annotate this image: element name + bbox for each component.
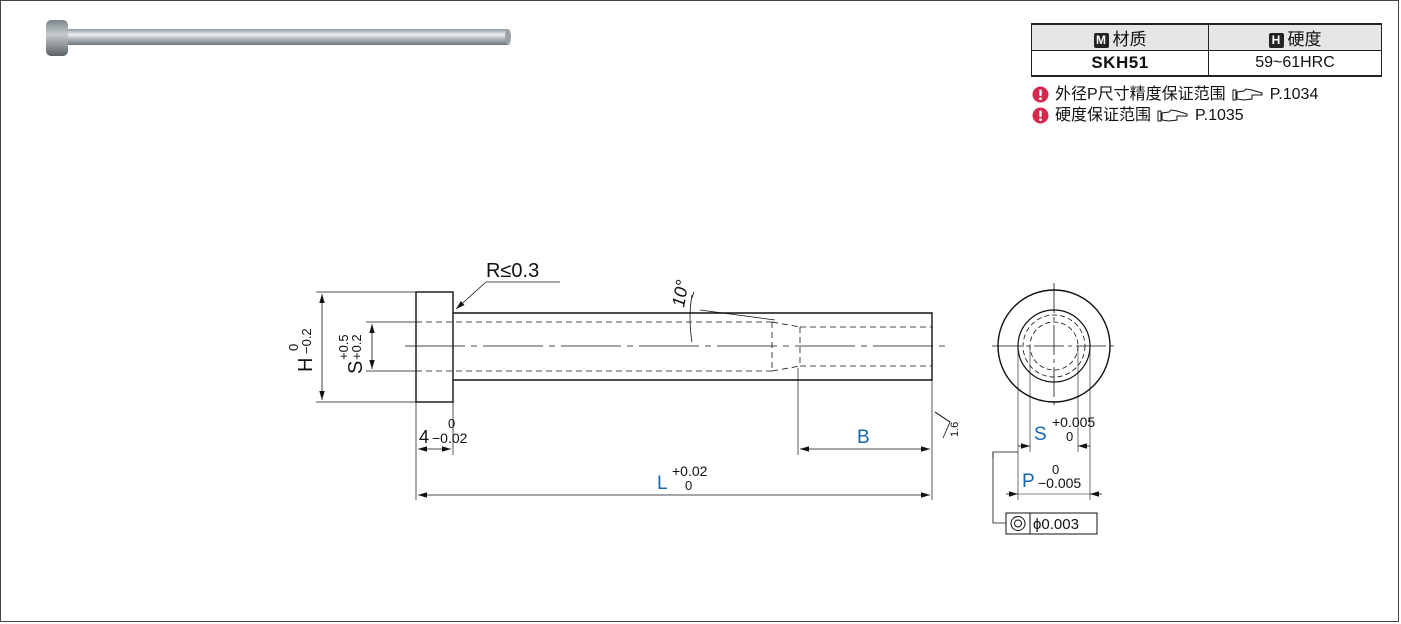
s-tol-lower: +0.2 <box>349 334 364 360</box>
head-label: 4 <box>419 427 429 447</box>
hardness-letter-icon: H <box>1268 33 1284 48</box>
h-label: H <box>295 358 317 372</box>
head-tol-upper: 0 <box>448 416 455 431</box>
ejector-pin-photo <box>46 20 511 56</box>
angle-label: 10° <box>668 278 692 308</box>
p-tol-upper: 0 <box>1052 462 1059 477</box>
l-tol-lower: 0 <box>685 478 692 493</box>
material-letter-icon: M <box>1093 33 1109 48</box>
note-item: 外径P尺寸精度保证范围 P.1034 <box>1032 84 1318 105</box>
s-end-label: S <box>1034 424 1047 445</box>
warning-icon <box>1032 107 1049 124</box>
end-view <box>992 283 1118 535</box>
h-tol-upper: 0 <box>286 344 301 351</box>
page-reference-link[interactable]: P.1035 <box>1195 107 1244 124</box>
hardness-value: 59~61HRC <box>1208 50 1382 77</box>
head-tol-lower: −0.02 <box>432 430 468 446</box>
material-header: 材质 <box>1112 30 1147 49</box>
pointing-hand-icon <box>1157 108 1188 122</box>
p-label: P <box>1022 471 1035 492</box>
page-reference-link[interactable]: P.1034 <box>1269 86 1319 103</box>
concentricity-value: ϕ0.003 <box>1033 516 1079 533</box>
s-label: S <box>345 361 367 374</box>
warning-icon <box>1032 86 1049 103</box>
h-tol-lower: −0.2 <box>299 328 314 354</box>
roughness-value: 1.6 <box>949 422 961 437</box>
hardness-header: 硬度 <box>1287 30 1322 49</box>
note-text: 外径P尺寸精度保证范围 <box>1055 86 1226 103</box>
p-tol-lower: −0.005 <box>1038 475 1081 491</box>
s-end-tol-upper: +0.005 <box>1052 414 1095 430</box>
side-view <box>316 281 951 500</box>
s-end-tol-lower: 0 <box>1066 429 1073 444</box>
b-label: B <box>857 427 870 448</box>
notes: 外径P尺寸精度保证范围 P.1034 硬度保证范围 P.1035 <box>1032 84 1318 126</box>
s-tol-upper: +0.5 <box>336 334 351 360</box>
radius-label: R≤0.3 <box>486 260 539 282</box>
note-item: 硬度保证范围 P.1035 <box>1032 105 1318 126</box>
l-tol-upper: +0.02 <box>672 463 708 479</box>
spec-value-row: SKH51 59~61HRC <box>1031 50 1382 77</box>
note-text: 硬度保证范围 <box>1055 107 1152 124</box>
pointing-hand-icon <box>1232 87 1263 101</box>
l-label: L <box>657 473 668 494</box>
material-value: SKH51 <box>1031 50 1209 77</box>
